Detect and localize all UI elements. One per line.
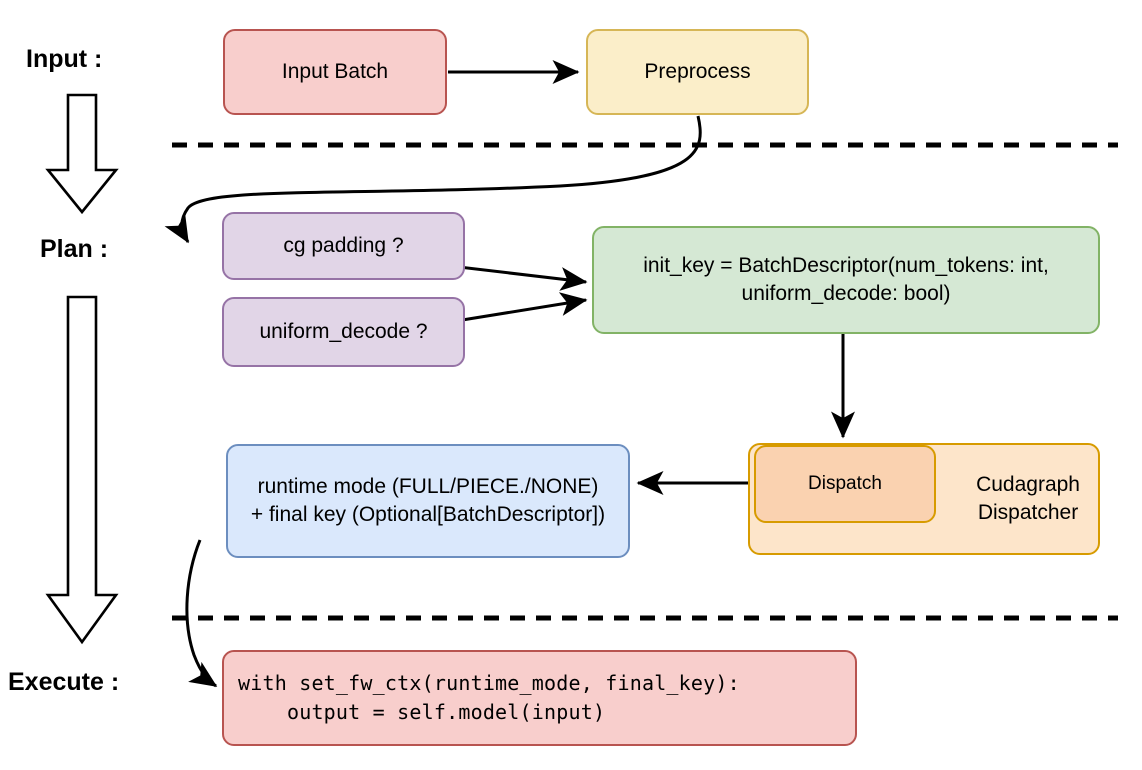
node-init-key-line1: init_key = BatchDescriptor(num_tokens: i…	[643, 254, 1049, 278]
node-uniform-decode[interactable]: uniform_decode ?	[222, 297, 465, 367]
node-execute-code-line1: with set_fw_ctx(runtime_mode, final_key)…	[238, 671, 740, 695]
node-preprocess-label: Preprocess	[644, 60, 751, 84]
node-execute-code[interactable]: with set_fw_ctx(runtime_mode, final_key)…	[222, 650, 857, 746]
stage-label-execute: Execute :	[8, 668, 120, 696]
stage-block-arrow-plan-to-execute	[45, 295, 119, 645]
node-cudagraph-dispatcher-line2: Dispatcher	[977, 501, 1079, 524]
node-runtime-mode-line1: runtime mode (FULL/PIECE./NONE)	[257, 475, 599, 499]
node-cg-padding[interactable]: cg padding ?	[222, 212, 465, 280]
node-init-key-line2: uniform_decode: bool)	[741, 282, 951, 305]
node-input-batch[interactable]: Input Batch	[223, 29, 447, 115]
node-init-key[interactable]: init_key = BatchDescriptor(num_tokens: i…	[592, 226, 1100, 334]
stage-block-arrow-input-to-plan	[45, 93, 119, 215]
node-input-batch-label: Input Batch	[281, 60, 389, 84]
node-runtime-mode-line2: + final key (Optional[BatchDescriptor])	[250, 503, 606, 526]
stage-label-plan: Plan :	[40, 235, 109, 263]
node-uniform-decode-label: uniform_decode ?	[259, 320, 428, 344]
node-dispatch-label: Dispatch	[808, 473, 882, 495]
stage-label-input: Input :	[26, 45, 103, 73]
node-execute-code-line2: output = self.model(input)	[238, 700, 606, 724]
node-cg-padding-label: cg padding ?	[283, 234, 404, 258]
edge-runtime-mode-to-execute	[185, 539, 218, 688]
node-dispatch[interactable]: Dispatch	[754, 445, 936, 523]
node-preprocess[interactable]: Preprocess	[586, 29, 809, 115]
node-runtime-mode[interactable]: runtime mode (FULL/PIECE./NONE) + final …	[226, 444, 630, 558]
node-cudagraph-dispatcher-line1: Cudagraph	[976, 473, 1080, 497]
